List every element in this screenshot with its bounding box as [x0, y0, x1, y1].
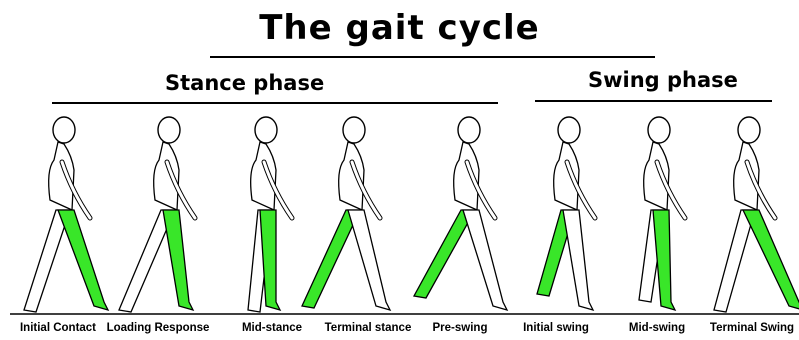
figure-head — [343, 117, 365, 143]
figure-rear-leg — [302, 210, 360, 308]
figure-torso — [251, 142, 276, 210]
walking-figure — [119, 117, 195, 312]
walking-figure — [24, 117, 108, 312]
figure-label: Loading Response — [107, 322, 210, 334]
figure-rear-leg — [714, 210, 755, 312]
figure-head — [558, 117, 580, 143]
figure-torso — [644, 142, 669, 210]
figure-label: Mid-swing — [629, 322, 685, 334]
gait-figures — [0, 100, 799, 322]
figure-head — [458, 117, 480, 143]
walking-figure — [714, 117, 799, 312]
walking-figure — [537, 117, 595, 310]
figure-front-leg — [58, 210, 108, 310]
figure-label: Terminal stance — [325, 322, 412, 334]
figure-label: Pre-swing — [433, 322, 488, 334]
figure-front-leg — [163, 210, 193, 310]
figure-torso — [49, 142, 74, 210]
figure-rear-leg — [414, 210, 475, 298]
walking-figure — [302, 117, 390, 310]
figure-label: Mid-stance — [242, 322, 302, 334]
figure-head — [53, 117, 75, 143]
stance-phase-heading: Stance phase — [165, 71, 324, 95]
figure-front-leg — [743, 210, 799, 310]
figure-label: Initial swing — [523, 322, 589, 334]
figure-front-leg — [563, 210, 593, 310]
figure-front-leg — [260, 210, 280, 310]
figure-head — [648, 117, 670, 143]
figure-torso — [154, 142, 179, 210]
diagram-title: The gait cycle — [0, 8, 799, 48]
swing-phase-heading: Swing phase — [588, 68, 738, 92]
walking-figure — [639, 117, 685, 310]
figure-label: Initial Contact — [20, 322, 96, 334]
figure-torso — [734, 142, 759, 210]
walking-figure — [248, 117, 292, 312]
figure-head — [738, 117, 760, 143]
figure-front-leg — [463, 210, 507, 310]
figure-label: Terminal Swing — [710, 322, 794, 334]
title-underline — [210, 56, 655, 58]
figure-torso — [339, 142, 364, 210]
figure-head — [158, 117, 180, 143]
figure-torso — [454, 142, 479, 210]
figure-front-leg — [348, 210, 390, 310]
figure-head — [255, 117, 277, 143]
figure-torso — [554, 142, 579, 210]
walking-figure — [414, 117, 507, 310]
